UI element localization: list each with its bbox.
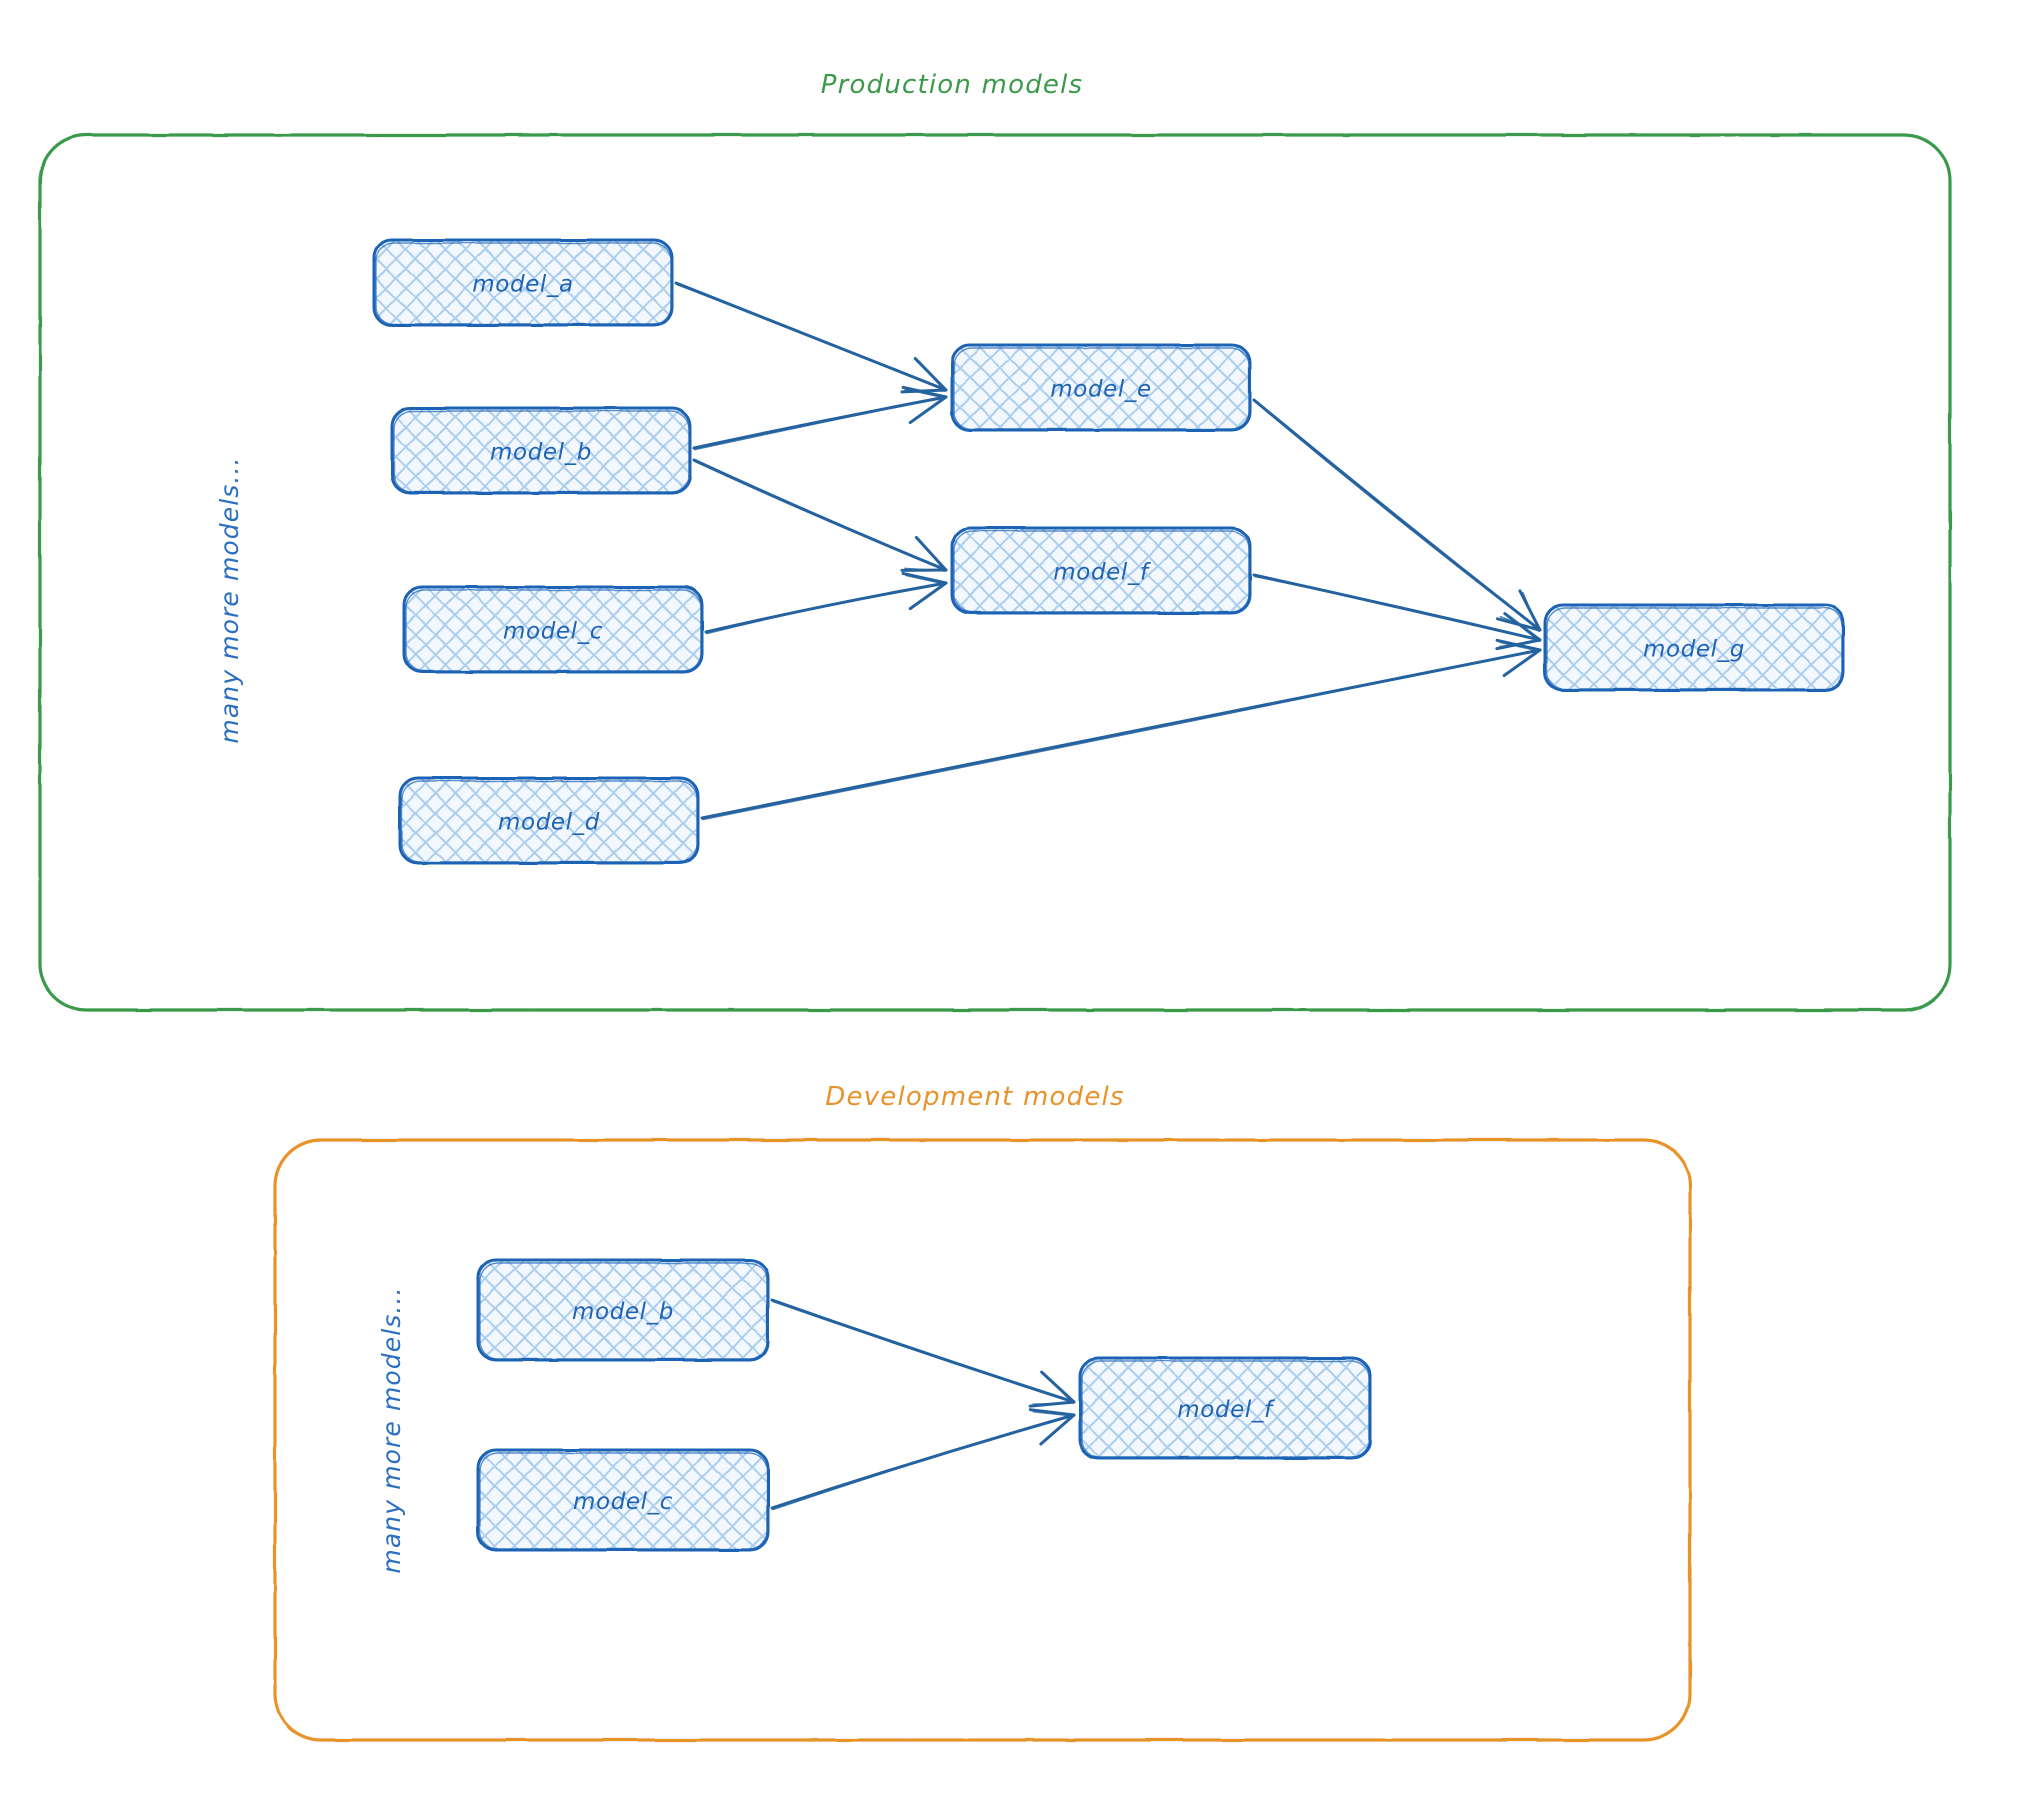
node-prod_g[interactable]: model_g xyxy=(1543,603,1845,692)
node-hatch-pattern xyxy=(404,587,702,672)
edge-prod_c-to-prod_f xyxy=(704,571,948,635)
node-label: model_f xyxy=(1053,560,1151,586)
edges-layer xyxy=(674,281,1542,1511)
node-label: model_b xyxy=(572,1299,674,1325)
group-title-production: Production models xyxy=(821,70,1084,100)
arrowhead-barb xyxy=(1495,638,1542,652)
arrowhead-barb xyxy=(901,385,948,399)
group-container-development xyxy=(273,1138,1692,1742)
node-hatch-pattern xyxy=(400,778,698,863)
node-border xyxy=(402,585,704,674)
node-border-sketch xyxy=(393,410,690,493)
node-prod_e[interactable]: model_e xyxy=(950,343,1252,432)
node-hatch-pattern xyxy=(392,408,690,493)
node-border-sketch xyxy=(479,1262,768,1360)
node-border-sketch xyxy=(1081,1360,1370,1458)
node-border-sketch xyxy=(479,1452,768,1550)
node-border-sketch xyxy=(953,347,1250,430)
node-label: model_e xyxy=(1050,377,1151,403)
group-containers xyxy=(38,133,1952,1742)
edge-prod_b-to-prod_e xyxy=(692,385,948,451)
node-prod_b[interactable]: model_b xyxy=(390,406,692,495)
arrowhead-barb xyxy=(1028,1408,1076,1417)
edge-dev_c-to-dev_f xyxy=(770,1408,1076,1511)
node-label: model_a xyxy=(472,272,573,298)
node-border-sketch xyxy=(405,589,702,672)
side-label-production: many more models... xyxy=(215,456,244,743)
node-border xyxy=(476,1258,770,1362)
arrowhead-barb xyxy=(901,571,948,585)
group-container-production xyxy=(38,133,1952,1012)
node-hatch-pattern xyxy=(478,1260,768,1360)
node-border-sketch xyxy=(401,780,698,863)
node-prod_a[interactable]: model_a xyxy=(372,238,674,327)
node-border-sketch xyxy=(1546,607,1843,690)
labels-layer: Production models many more models... Deve… xyxy=(215,70,1124,1574)
node-border xyxy=(476,1448,770,1552)
node-dev_b[interactable]: model_b xyxy=(476,1258,770,1362)
node-label: model_d xyxy=(498,810,600,836)
edge-prod_d-to-prod_g xyxy=(700,638,1542,821)
node-label: model_b xyxy=(490,440,592,466)
node-hatch-pattern xyxy=(374,240,672,325)
edge-prod_a-to-prod_e xyxy=(674,281,948,394)
edge-prod_f-to-prod_g xyxy=(1252,573,1542,651)
node-border xyxy=(398,776,700,865)
node-label: model_c xyxy=(573,1489,673,1515)
node-hatch-pattern xyxy=(478,1450,768,1550)
node-border-sketch xyxy=(375,242,672,325)
node-border xyxy=(1543,603,1845,692)
node-label: model_c xyxy=(503,619,603,645)
node-border xyxy=(950,526,1252,615)
node-hatch-pattern xyxy=(952,528,1250,613)
node-border xyxy=(950,343,1252,432)
node-border xyxy=(1078,1356,1372,1460)
node-border xyxy=(390,406,692,495)
edge-prod_b-to-prod_f xyxy=(692,458,948,572)
nodes-layer: model_a model_b model_c model_d model_emodel… xyxy=(372,238,1845,1552)
node-dev_c[interactable]: model_c xyxy=(476,1448,770,1552)
side-label-development: many more models... xyxy=(377,1286,406,1573)
node-label: model_f xyxy=(1177,1397,1275,1423)
node-hatch-pattern xyxy=(952,345,1250,430)
edge-dev_b-to-dev_f xyxy=(770,1298,1076,1408)
node-hatch-pattern xyxy=(1080,1358,1370,1458)
node-prod_c[interactable]: model_c xyxy=(402,585,704,674)
node-hatch-pattern xyxy=(1545,605,1843,690)
node-border xyxy=(372,238,674,327)
node-prod_d[interactable]: model_d xyxy=(398,776,700,865)
node-border-sketch xyxy=(953,530,1250,613)
node-prod_f[interactable]: model_f xyxy=(950,526,1252,615)
node-label: model_g xyxy=(1643,637,1745,663)
group-title-development: Development models xyxy=(825,1082,1124,1112)
node-dev_f[interactable]: model_f xyxy=(1078,1356,1372,1460)
edge-prod_e-to-prod_g xyxy=(1252,398,1542,632)
